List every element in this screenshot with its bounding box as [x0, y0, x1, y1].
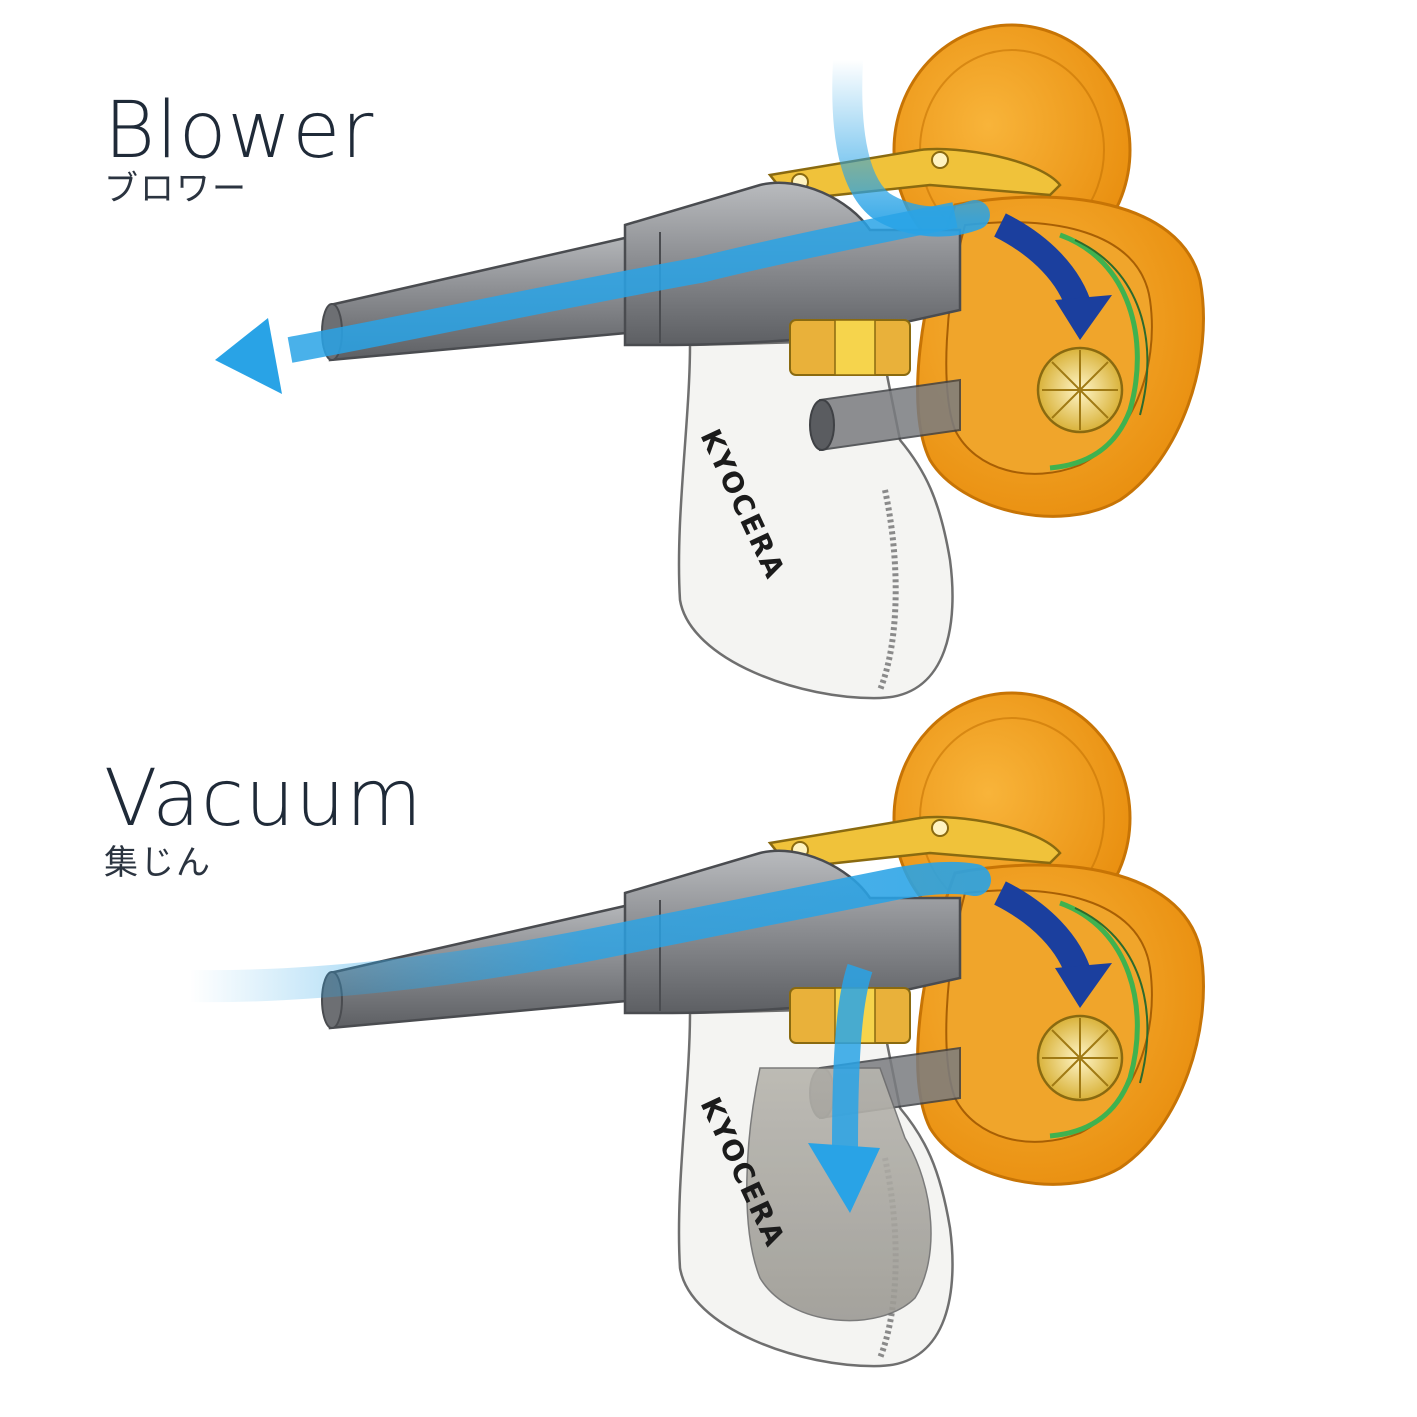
- blower-diagram: KYOCERA: [215, 25, 1203, 698]
- blower-title: Blower: [104, 86, 375, 176]
- vacuum-subtitle: 集じん: [104, 843, 212, 883]
- blower-subtitle: ブロワー: [104, 169, 248, 209]
- vacuum-title: Vacuum: [104, 754, 423, 844]
- vacuum-airflow-arrow: [808, 1143, 880, 1213]
- blower-airflow-arrow: [215, 318, 282, 394]
- vacuum-diagram: KYOCERA: [174, 693, 1203, 1366]
